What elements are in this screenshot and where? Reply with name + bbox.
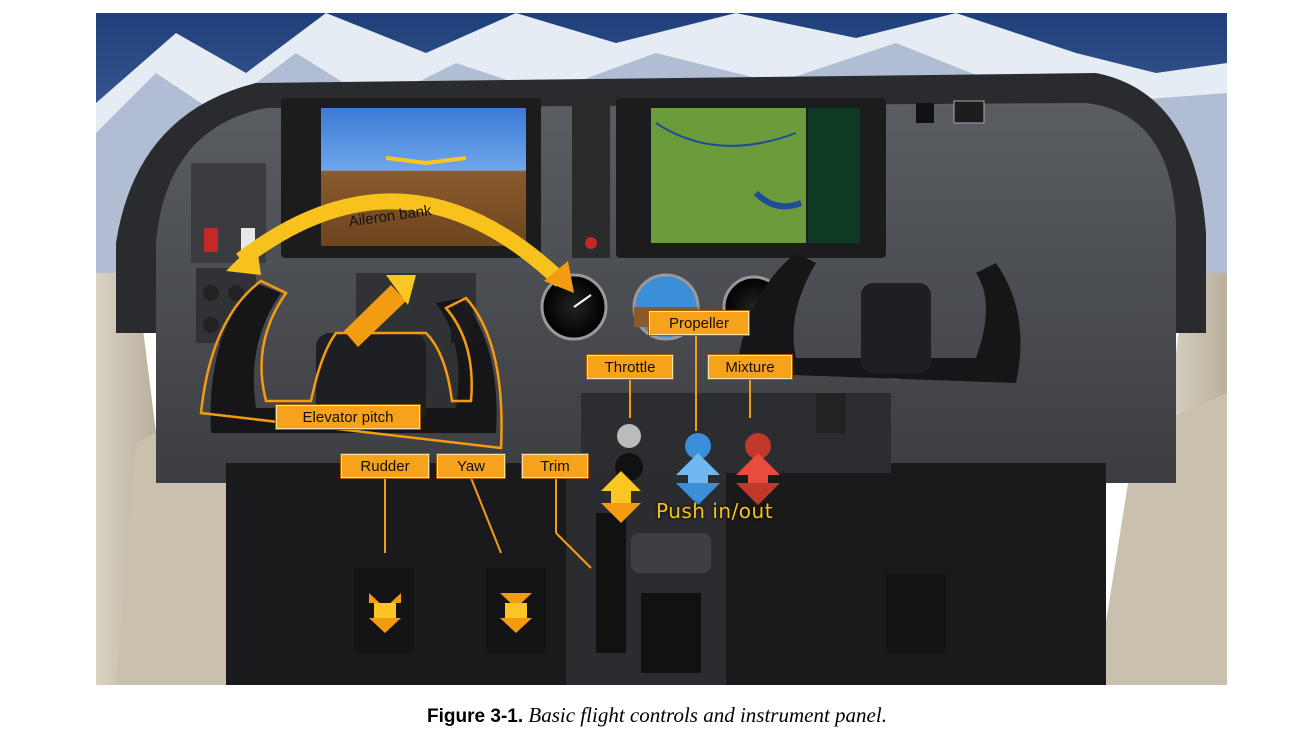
figure-number: Figure 3-1. xyxy=(427,706,524,727)
mixture-arrow xyxy=(736,453,780,505)
figure-caption: Figure 3-1. Basic flight controls and in… xyxy=(0,703,1314,728)
propeller-callout: Propeller xyxy=(649,311,749,335)
yaw-arrow xyxy=(500,593,532,633)
callout-leaders xyxy=(384,333,751,569)
trim-callout: Trim xyxy=(522,454,588,478)
figure-caption-text: Basic flight controls and instrument pan… xyxy=(528,703,887,727)
mixture-callout: Mixture xyxy=(708,355,792,379)
multi-function-display xyxy=(616,98,886,258)
rudder-callout: Rudder xyxy=(341,454,429,478)
yoke-icon xyxy=(210,273,497,433)
throttle-arrow xyxy=(601,471,641,523)
push-in-out-label: Push in/out xyxy=(656,499,774,523)
audio-panel xyxy=(572,98,610,258)
throttle-callout: Throttle xyxy=(587,355,673,379)
panel-switches xyxy=(916,100,985,124)
elevator-pitch-callout: Elevator pitch xyxy=(276,405,420,429)
yaw-callout: Yaw xyxy=(437,454,505,478)
cockpit-photo: Aileron bank xyxy=(96,13,1227,685)
rudder-arrow xyxy=(369,593,401,633)
propeller-arrow xyxy=(676,453,720,505)
aileron-bank-arrow: Aileron bank xyxy=(226,193,574,293)
elevator-pitch-outline xyxy=(199,275,503,450)
control-knob-icon xyxy=(581,393,891,481)
